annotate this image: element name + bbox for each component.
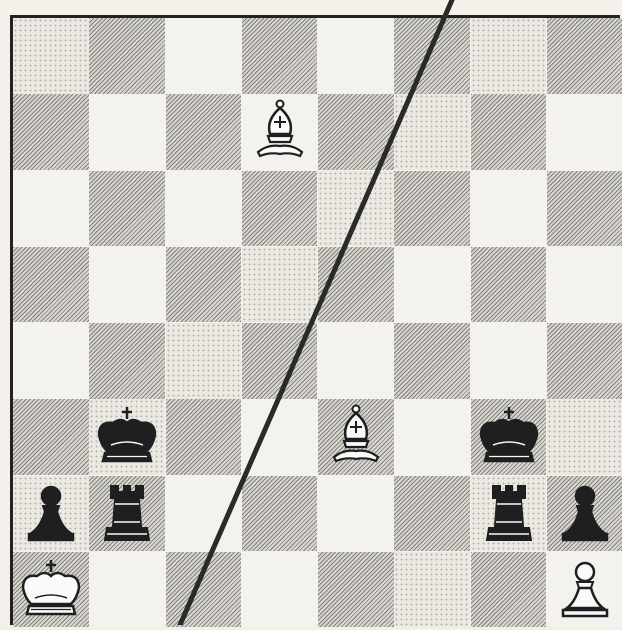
board-square[interactable] bbox=[318, 94, 394, 170]
board-square[interactable] bbox=[89, 94, 165, 170]
black-pawn-icon[interactable] bbox=[15, 478, 87, 550]
board-square[interactable] bbox=[547, 171, 622, 247]
board-square[interactable] bbox=[394, 94, 470, 170]
board-square[interactable] bbox=[89, 18, 165, 94]
board-square[interactable] bbox=[242, 171, 318, 247]
black-pawn-icon[interactable] bbox=[549, 478, 621, 550]
black-king-icon[interactable] bbox=[91, 401, 163, 473]
board-square[interactable] bbox=[394, 552, 470, 628]
board-square[interactable] bbox=[166, 18, 242, 94]
board-square[interactable] bbox=[13, 247, 89, 323]
board-square[interactable] bbox=[547, 18, 622, 94]
board-square[interactable] bbox=[242, 247, 318, 323]
black-king-icon[interactable] bbox=[473, 401, 545, 473]
board-square[interactable] bbox=[547, 323, 622, 399]
chess-board bbox=[10, 15, 620, 625]
board-square[interactable] bbox=[394, 247, 470, 323]
board-square[interactable] bbox=[471, 247, 547, 323]
board-square[interactable] bbox=[13, 323, 89, 399]
board-square[interactable] bbox=[242, 476, 318, 552]
board-square[interactable] bbox=[394, 171, 470, 247]
board-square[interactable] bbox=[242, 399, 318, 475]
board-square[interactable] bbox=[166, 476, 242, 552]
board-square[interactable] bbox=[471, 94, 547, 170]
board-square[interactable] bbox=[166, 247, 242, 323]
board-square[interactable] bbox=[166, 171, 242, 247]
board-square[interactable] bbox=[166, 552, 242, 628]
board-square[interactable] bbox=[242, 18, 318, 94]
white-bishop-icon[interactable] bbox=[244, 96, 316, 168]
board-square[interactable] bbox=[166, 94, 242, 170]
board-square[interactable] bbox=[547, 247, 622, 323]
board-square[interactable] bbox=[318, 552, 394, 628]
board-square[interactable] bbox=[394, 323, 470, 399]
board-square[interactable] bbox=[547, 399, 622, 475]
board-square[interactable] bbox=[471, 323, 547, 399]
board-square[interactable] bbox=[89, 552, 165, 628]
board-square[interactable] bbox=[318, 171, 394, 247]
black-rook-icon[interactable] bbox=[473, 478, 545, 550]
board-square[interactable] bbox=[471, 552, 547, 628]
board-square[interactable] bbox=[242, 323, 318, 399]
white-king-icon[interactable] bbox=[15, 554, 87, 626]
board-square[interactable] bbox=[89, 247, 165, 323]
black-rook-icon[interactable] bbox=[91, 478, 163, 550]
board-square[interactable] bbox=[471, 18, 547, 94]
board-square[interactable] bbox=[547, 94, 622, 170]
board-square[interactable] bbox=[89, 323, 165, 399]
board-square[interactable] bbox=[13, 18, 89, 94]
board-square[interactable] bbox=[166, 323, 242, 399]
white-pawn-icon[interactable] bbox=[549, 554, 621, 626]
board-square[interactable] bbox=[471, 171, 547, 247]
board-square[interactable] bbox=[318, 247, 394, 323]
board-square[interactable] bbox=[394, 399, 470, 475]
board-square[interactable] bbox=[166, 399, 242, 475]
board-square[interactable] bbox=[13, 94, 89, 170]
board-square[interactable] bbox=[318, 476, 394, 552]
board-square[interactable] bbox=[13, 399, 89, 475]
board-square[interactable] bbox=[13, 171, 89, 247]
board-square[interactable] bbox=[242, 552, 318, 628]
board-square[interactable] bbox=[318, 323, 394, 399]
board-square[interactable] bbox=[318, 18, 394, 94]
board-square[interactable] bbox=[394, 476, 470, 552]
white-bishop-icon[interactable] bbox=[320, 401, 392, 473]
board-square[interactable] bbox=[89, 171, 165, 247]
board-square[interactable] bbox=[394, 18, 470, 94]
